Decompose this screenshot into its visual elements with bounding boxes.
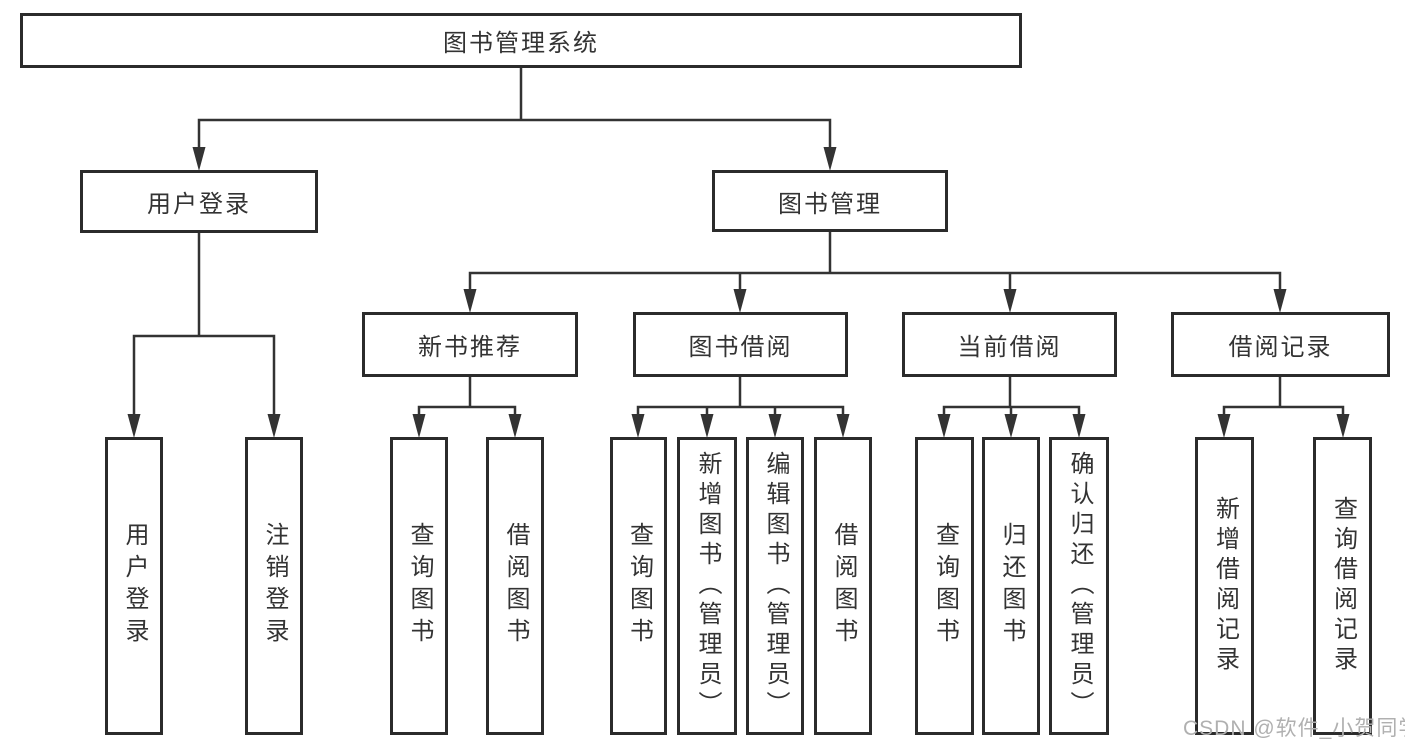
leaf-return-books: 归还图书 — [982, 437, 1040, 735]
leaf-user-login: 用户登录 — [105, 437, 163, 735]
arrowheads — [127, 147, 1350, 438]
leaf-label: 查询图书 — [406, 522, 433, 650]
leaf-label: 借阅图书 — [502, 522, 529, 650]
leaf-label: 查询图书 — [931, 522, 959, 650]
node-label: 借阅记录 — [1228, 334, 1333, 361]
leaf-add-books-admin: 新增图书（管理员） — [677, 437, 737, 735]
leaf-confirm-return-admin: 确认归还（管理员） — [1049, 437, 1109, 735]
leaf-logout: 注销登录 — [245, 437, 303, 735]
leaf-edit-books-admin: 编辑图书（管理员） — [746, 437, 804, 735]
node-label: 新书推荐 — [418, 334, 522, 361]
node-label: 当前借阅 — [957, 334, 1062, 361]
node-label: 图书借阅 — [688, 334, 793, 361]
leaf-add-borrow-record: 新增借阅记录 — [1195, 437, 1254, 735]
leaf-label: 归还图书 — [998, 522, 1025, 650]
watermark: CSDN @软件_小贺同学 — [1183, 717, 1405, 740]
leaf-label: 查询借阅记录 — [1329, 496, 1357, 676]
node-label: 图书管理系统 — [443, 30, 599, 57]
node-new-book-recommendation: 新书推荐 — [362, 312, 578, 377]
leaf-query-books-recommend: 查询图书 — [390, 437, 448, 735]
leaf-label: 确认归还（管理员） — [1066, 451, 1093, 721]
node-library-management-system: 图书管理系统 — [20, 13, 1022, 68]
leaf-borrow-books-borrowing: 借阅图书 — [814, 437, 872, 735]
leaf-label: 注销登录 — [261, 522, 288, 650]
node-book-management: 图书管理 — [712, 170, 948, 232]
node-current-borrowing: 当前借阅 — [902, 312, 1117, 377]
leaf-borrow-books-recommend: 借阅图书 — [486, 437, 544, 735]
node-book-borrowing: 图书借阅 — [633, 312, 848, 377]
leaf-label: 新增图书（管理员） — [694, 451, 721, 721]
leaf-label: 用户登录 — [121, 522, 148, 650]
leaf-query-books-borrowing: 查询图书 — [610, 437, 667, 735]
leaf-label: 借阅图书 — [830, 522, 857, 650]
leaf-query-books-current: 查询图书 — [915, 437, 974, 735]
leaf-query-borrow-record: 查询借阅记录 — [1313, 437, 1372, 735]
node-user-login: 用户登录 — [80, 170, 318, 233]
leaf-label: 查询图书 — [625, 522, 653, 650]
node-label: 图书管理 — [778, 190, 882, 218]
leaf-label: 编辑图书（管理员） — [762, 451, 789, 721]
leaf-label: 新增借阅记录 — [1211, 496, 1239, 676]
node-label: 用户登录 — [147, 191, 251, 218]
node-borrowing-records: 借阅记录 — [1171, 312, 1390, 377]
